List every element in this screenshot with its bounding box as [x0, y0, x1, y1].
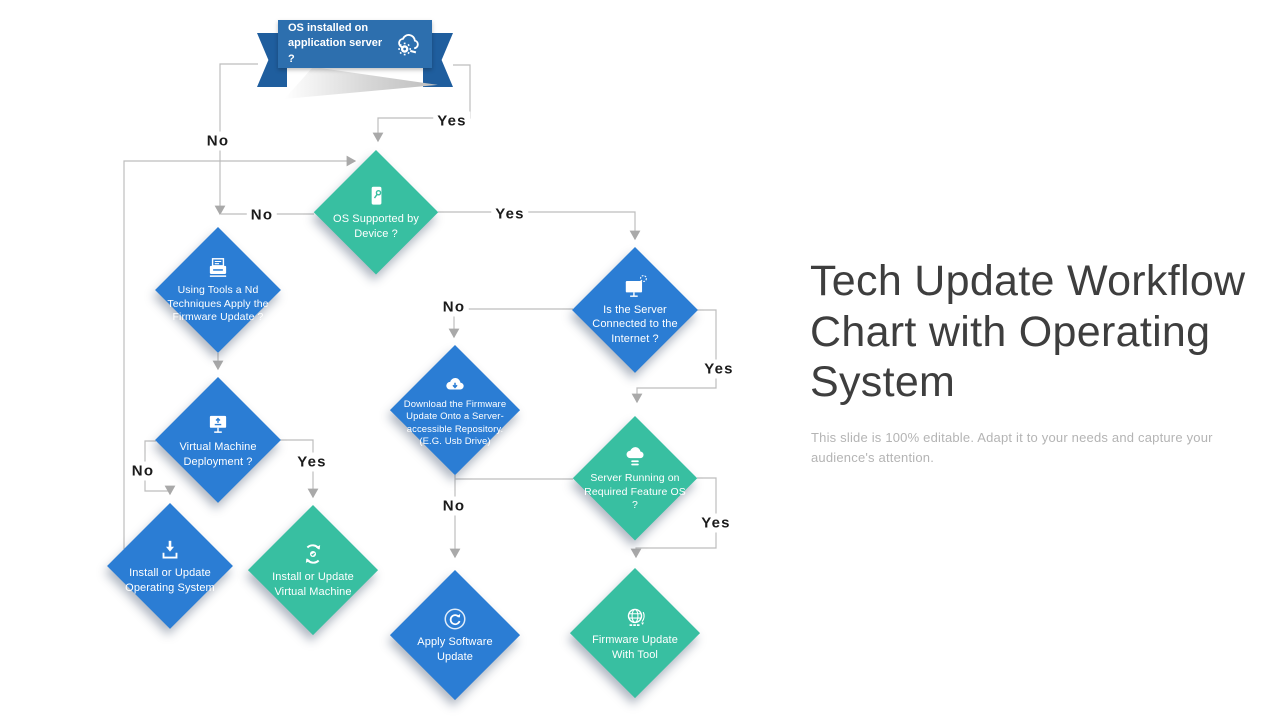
node-firmware-tool: Firmware Update With Tool: [570, 568, 700, 698]
node-label: Using Tools a Nd Techniques Apply the Fi…: [167, 284, 269, 324]
edge-label-vm-yes: Yes: [293, 452, 331, 472]
banner-os-installed: OS installed on application server ?: [253, 18, 457, 104]
node-label: Virtual Machine Deployment ?: [179, 441, 257, 468]
node-label: Firmware Update With Tool: [592, 634, 678, 661]
node-label: Download the Firmware Update Onto a Serv…: [403, 399, 507, 447]
node-label: Install or Update Operating System: [125, 567, 215, 594]
edge-banner-no: [214, 63, 258, 216]
cloud-server-icon: [622, 443, 648, 469]
edge-label-banner-no: No: [202, 131, 234, 151]
ribbon-fold: [284, 67, 438, 99]
edge-label-banner-yes: Yes: [433, 111, 471, 131]
edge-vm-no: [144, 440, 176, 496]
node-download-firmware: Download the Firmware Update Onto a Serv…: [390, 345, 520, 475]
node-using-tools: Using Tools a Nd Techniques Apply the Fi…: [155, 227, 281, 353]
sync-check-icon: [300, 541, 326, 567]
node-os-supported: OS Supported by Device ?: [314, 150, 438, 274]
node-label: Install or Update Virtual Machine: [272, 571, 354, 598]
node-server-running: Server Running on Required Feature OS ?: [573, 416, 697, 540]
edge-server-internet-yes: [631, 309, 717, 404]
page-title: Tech Update Workflow Chart with Operatin…: [810, 257, 1246, 407]
edge-server-internet-no: [448, 308, 573, 339]
edge-label-vm-no: No: [127, 461, 159, 481]
download-tray-icon: [157, 537, 183, 563]
globe-sync-icon: [622, 604, 648, 630]
node-install-vm: Install or Update Virtual Machine: [248, 505, 378, 635]
cloud-gear-icon: [392, 29, 422, 59]
edge-label-server-internet-no: No: [438, 297, 470, 317]
page-subtitle: This slide is 100% editable. Adapt it to…: [811, 430, 1213, 466]
refresh-icon: [442, 606, 468, 632]
edge-label-server-running-no: No: [438, 496, 470, 516]
edge-os-supported-yes: [438, 211, 641, 241]
cloud-download-icon: [443, 372, 467, 396]
edge-label-server-running-yes: Yes: [697, 513, 735, 533]
edge-loop-install-os-to-os-supported: [123, 155, 357, 549]
edge-server-running-yes: [630, 477, 717, 559]
node-server-internet: Is the Server Connected to the Internet …: [572, 247, 698, 373]
edge-vm-yes: [280, 439, 319, 499]
edge-label-server-internet-yes: Yes: [700, 359, 738, 379]
phone-wrench-icon: [363, 183, 389, 209]
monitor-share-icon: [205, 411, 231, 437]
node-label: OS Supported by Device ?: [333, 213, 419, 240]
node-vm-deployment: Virtual Machine Deployment ?: [155, 377, 281, 503]
node-label: Is the Server Connected to the Internet …: [592, 304, 678, 345]
node-apply-update: Apply Software Update: [390, 570, 520, 700]
printer-icon: [205, 255, 231, 281]
monitor-globe-icon: [622, 274, 648, 300]
banner-label: OS installed on application server ?: [288, 21, 383, 65]
edge-label-os-supported-yes: Yes: [491, 204, 529, 224]
node-label: Server Running on Required Feature OS ?: [584, 472, 686, 512]
edge-label-os-supported-no: No: [246, 205, 278, 225]
node-install-os: Install or Update Operating System: [107, 503, 233, 629]
node-label: Apply Software Update: [417, 636, 493, 663]
ribbon-plate: OS installed on application server ?: [278, 20, 432, 68]
